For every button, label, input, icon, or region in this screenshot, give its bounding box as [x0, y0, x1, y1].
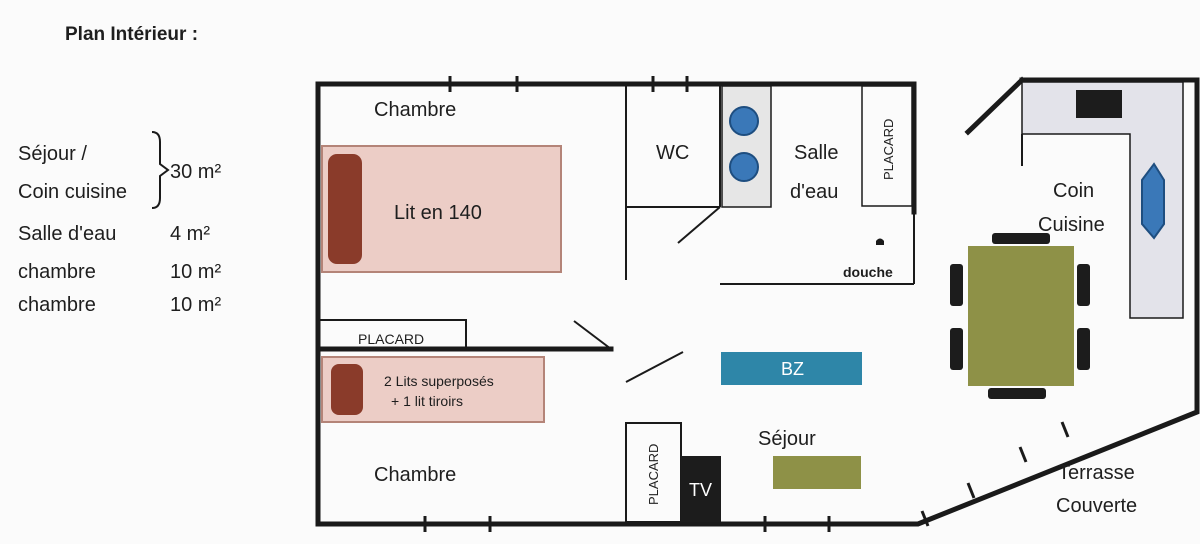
tv-label: TV [689, 480, 712, 500]
placard-bath-label: PLACARD [881, 119, 896, 180]
placard-left-label: PLACARD [358, 331, 424, 347]
washbasin-counter [721, 85, 772, 208]
room-label-wc: WC [656, 142, 689, 164]
room-label-chambre-top: Chambre [374, 99, 456, 121]
area-name-chambre-2: chambre [18, 294, 96, 316]
placard-sejour-label: PLACARD [646, 444, 661, 505]
pillow [331, 364, 363, 415]
room-label-couverte: Couverte [1056, 495, 1137, 517]
door-swing [625, 351, 684, 383]
chair [992, 233, 1050, 244]
chair [950, 264, 963, 306]
room-label-salle: Salle [794, 142, 838, 164]
door-swing [573, 320, 612, 350]
area-value-salle-eau: 4 m² [170, 223, 210, 245]
window-mark [920, 510, 930, 527]
coffee-table [773, 456, 861, 489]
area-name-salle-eau: Salle d'eau [18, 223, 116, 245]
area-name-chambre-1: chambre [18, 261, 96, 283]
plan-title: Plan Intérieur : [65, 24, 198, 45]
area-name-sejour: Séjour / [18, 143, 87, 165]
area-value-sejour: 30 m² [170, 161, 221, 183]
room-label-douche: douche [843, 264, 893, 280]
room-label-chambre-bottom: Chambre [374, 464, 456, 486]
room-label-terrasse: Terrasse [1058, 462, 1135, 484]
room-label-sejour: Séjour [758, 428, 816, 450]
chair [988, 388, 1046, 399]
dining-table [968, 246, 1074, 386]
window-mark [1018, 446, 1028, 463]
kitchen-door-swing [964, 76, 1026, 136]
legend-brace [151, 131, 170, 209]
sofa-label: BZ [781, 359, 804, 379]
chair [1077, 264, 1090, 306]
window-marks [423, 76, 1070, 532]
door-swing [677, 206, 721, 244]
room-label-eau: d'eau [790, 181, 838, 203]
area-name-coin-cuisine: Coin cuisine [18, 181, 127, 203]
placard-sejour-box [625, 422, 682, 523]
tv-unit [681, 456, 721, 522]
terrace: Terrasse Couverte [1056, 462, 1137, 517]
kitchen: Coin Cuisine [950, 81, 1184, 399]
room-label-coin: Coin [1053, 180, 1094, 202]
bedroom-top: Chambre Lit en 140 [321, 99, 562, 273]
sejour: BZ Séjour PLACARD TV [646, 352, 862, 522]
room-label-cuisine: Cuisine [1038, 214, 1105, 236]
outer-wall [315, 77, 1200, 527]
chair [1077, 328, 1090, 370]
cooktop [1076, 90, 1122, 118]
window-mark [1060, 421, 1070, 438]
bedroom-bottom: 2 Lits superposés + 1 lit tiroirs Chambr… [321, 356, 545, 486]
pillow [328, 154, 362, 264]
bunk-label-2: + 1 lit tiroirs [391, 393, 463, 409]
placard-bath-box [861, 85, 913, 207]
kitchen-sink [1141, 162, 1165, 240]
area-value-chambre-2: 10 m² [170, 294, 221, 316]
bathroom: WC Salle d'eau PLACARD douche [656, 85, 913, 280]
chair [950, 328, 963, 370]
placard-left: PLACARD [315, 319, 614, 352]
area-value-chambre-1: 10 m² [170, 261, 221, 283]
shower-drain [876, 238, 884, 245]
area-legend: Séjour / Coin cuisine 30 m² Salle d'eau … [18, 131, 221, 316]
window-mark [966, 482, 976, 499]
outer-walls [315, 76, 1200, 527]
washbasin [729, 152, 759, 182]
washbasin [729, 106, 759, 136]
interior-walls [625, 86, 915, 523]
sofa-bz [721, 352, 862, 385]
bed-label: Lit en 140 [394, 202, 482, 224]
bunk-label-1: 2 Lits superposés [384, 373, 494, 389]
